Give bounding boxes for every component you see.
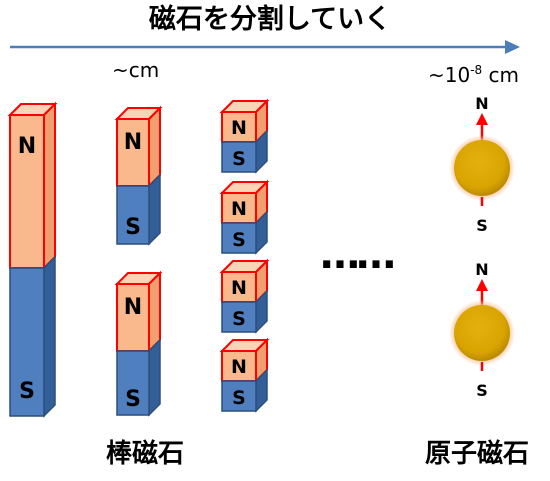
north-pole-label: N (231, 117, 247, 139)
north-pole-label: N (124, 130, 142, 155)
north-pole-label: N (231, 277, 247, 299)
arrow-head (476, 279, 488, 291)
north-pole-label: N (475, 260, 488, 279)
south-block: S (221, 368, 268, 413)
north-block: N (114, 105, 163, 189)
south-pole-label: S (476, 381, 488, 400)
label-bar-magnet: 棒磁石 (106, 439, 185, 469)
scale-unit: cm (482, 63, 520, 87)
bar-magnet-small: N S (219, 98, 270, 174)
south-pole-label: S (476, 216, 488, 235)
south-pole-label: S (232, 229, 246, 251)
north-block: N (219, 179, 270, 226)
north-pole-label: N (475, 94, 488, 113)
label-atomic-magnet: 原子磁石 (425, 439, 530, 469)
process-arrow (10, 40, 520, 54)
south-pole-label: S (232, 387, 246, 409)
south-block: S (221, 289, 268, 334)
south-block: S (116, 338, 161, 417)
scale-exponent: -8 (470, 63, 483, 77)
scale-label-atomic: ~10-8 cm (428, 64, 519, 85)
south-pole-label: S (125, 215, 141, 240)
atom-sphere (454, 305, 510, 361)
north-pole-label: N (18, 134, 36, 159)
south-pole-label: S (232, 308, 246, 330)
atomic-magnet: N S (449, 94, 515, 235)
north-pole-label: N (124, 295, 142, 320)
south-pole-label: S (19, 379, 35, 404)
south-block: S (116, 173, 161, 246)
bar-magnet-medium: N S (114, 270, 163, 417)
north-pole-label: N (231, 356, 247, 378)
diagram-title: 磁石を分割していく (148, 4, 392, 35)
north-block: N (114, 270, 163, 354)
bar-magnet-small: N S (219, 179, 270, 255)
arrow-head (476, 113, 488, 125)
continuation-dots: …… (320, 232, 393, 278)
south-block: S (221, 129, 268, 174)
south-block: S (221, 210, 268, 255)
atom-sphere (454, 140, 510, 196)
north-block: N (7, 101, 58, 271)
bar-magnet-small: N S (219, 258, 270, 334)
scale-label-cm: ~cm (112, 58, 160, 82)
bar-magnet-large: N S (7, 101, 58, 418)
bar-magnet-small: N S (219, 337, 270, 413)
south-pole-label: S (232, 148, 246, 170)
scale-base: ~10 (428, 63, 471, 87)
north-block: N (219, 98, 270, 145)
south-pole-label: S (125, 387, 141, 412)
south-block: S (9, 255, 56, 418)
north-pole-label: N (231, 198, 247, 220)
north-block: N (219, 258, 270, 305)
north-block: N (219, 337, 270, 384)
bar-magnet-medium: N S (114, 105, 163, 246)
atomic-magnet: N S (449, 260, 515, 400)
